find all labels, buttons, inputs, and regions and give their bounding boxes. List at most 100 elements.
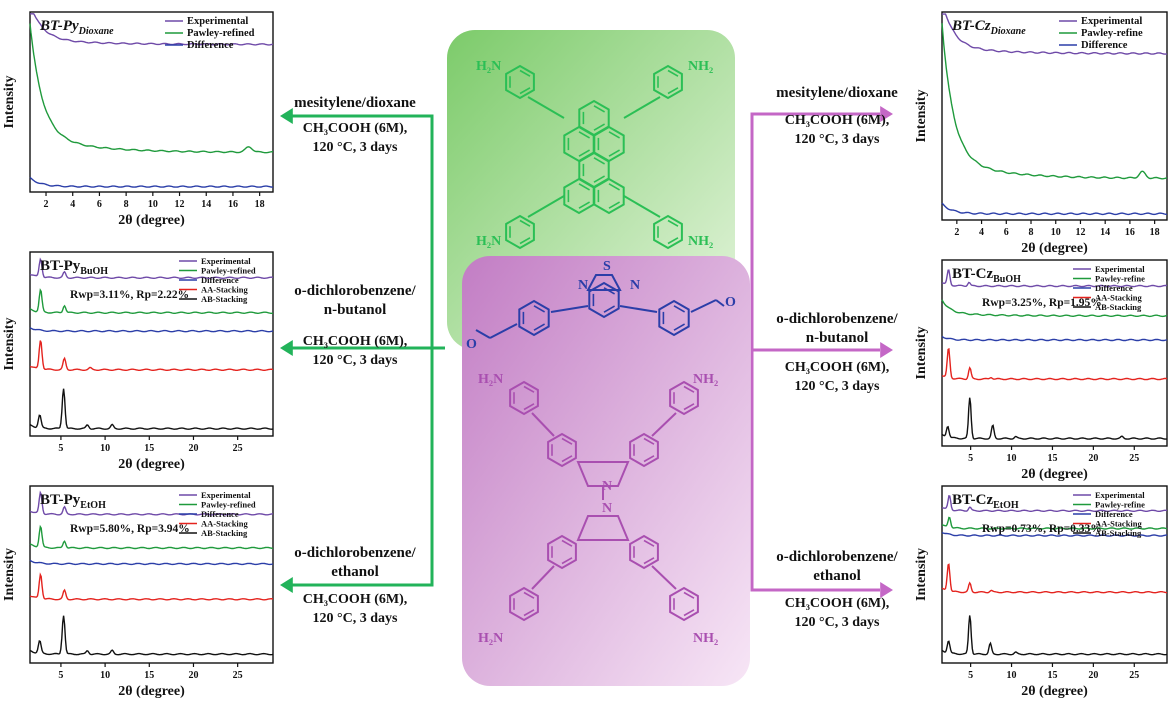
x-tick-label: 2 bbox=[44, 199, 49, 210]
bt-n-right: N bbox=[630, 278, 640, 293]
py-phenyl-bl bbox=[505, 214, 535, 250]
arrowhead-green-top bbox=[280, 108, 293, 124]
bt-o-left: O bbox=[466, 337, 477, 352]
legend-entry: AA-Stacking bbox=[1095, 519, 1143, 529]
legend-entry: Difference bbox=[1081, 40, 1128, 51]
x-tick-label: 12 bbox=[175, 199, 185, 210]
aldehyde-left bbox=[489, 323, 518, 339]
plot-frame bbox=[29, 251, 274, 437]
bond bbox=[623, 195, 661, 218]
aldehyde-right bbox=[690, 299, 717, 313]
series-experimental bbox=[29, 490, 274, 516]
x-axis-label: 2θ (degree) bbox=[1021, 467, 1088, 482]
y-axis-label: Intensity bbox=[914, 327, 929, 380]
py-nh2-tr: NH₂ bbox=[688, 59, 713, 74]
legend-entry: Difference bbox=[1095, 283, 1133, 293]
condition-left-top: mesitylene/dioxane CH₃COOH (6M), 120 °C,… bbox=[272, 94, 438, 157]
bond bbox=[527, 96, 565, 119]
x-tick-label: 10 bbox=[1007, 670, 1017, 681]
arrowhead-green-bot bbox=[280, 577, 293, 593]
x-tick-label: 20 bbox=[188, 670, 198, 681]
bond bbox=[651, 412, 677, 437]
cz-phenyl-bl bbox=[509, 586, 539, 622]
series-difference bbox=[941, 202, 1168, 216]
legend-entry: AB-Stacking bbox=[201, 528, 248, 538]
x-tick-label: 5 bbox=[58, 443, 63, 454]
cz-ring-br bbox=[629, 534, 659, 570]
bond bbox=[651, 565, 677, 590]
cz-ring-tl bbox=[547, 432, 577, 468]
y-axis-label: Intensity bbox=[2, 76, 17, 129]
bt-phenyl-right bbox=[658, 299, 690, 337]
series-pawley-refine bbox=[941, 516, 1168, 530]
x-tick-label: 15 bbox=[144, 443, 154, 454]
condition-right-bot: o-dichlorobenzene/ ethanol CH₃COOH (6M),… bbox=[754, 548, 920, 632]
series-pawley-refine bbox=[941, 23, 1168, 180]
bond bbox=[623, 96, 661, 119]
x-axis-label: 2θ (degree) bbox=[118, 213, 185, 228]
cz-nh2-tl: H₂N bbox=[478, 372, 503, 387]
series-experimental bbox=[941, 269, 1168, 288]
condition-temp: 120 °C, 3 days bbox=[312, 353, 398, 368]
series-ab-stacking bbox=[29, 615, 274, 656]
x-tick-label: 14 bbox=[201, 199, 211, 210]
plot-frame bbox=[941, 485, 1168, 664]
legend-entry: Experimental bbox=[187, 16, 248, 27]
cz-phenyl-tl bbox=[509, 380, 539, 416]
legend-entry: Difference bbox=[187, 40, 234, 51]
bond bbox=[531, 565, 555, 590]
x-tick-label: 10 bbox=[100, 443, 110, 454]
x-axis-label: 2θ (degree) bbox=[1021, 241, 1088, 256]
condition-solvent-2: ethanol bbox=[813, 568, 861, 584]
x-tick-label: 20 bbox=[188, 443, 198, 454]
series-difference bbox=[941, 335, 1168, 342]
series-difference bbox=[29, 176, 273, 188]
series-pawley-refined bbox=[29, 524, 274, 550]
legend-entry: AA-Stacking bbox=[1095, 293, 1143, 303]
condition-solvent: o-dichlorobenzene/ bbox=[294, 545, 416, 561]
bond bbox=[550, 305, 589, 313]
series-pawley-refined bbox=[29, 23, 273, 154]
x-tick-label: 25 bbox=[233, 670, 243, 681]
condition-temp: 120 °C, 3 days bbox=[794, 615, 880, 630]
x-tick-label: 5 bbox=[968, 453, 973, 464]
series-aa-stacking bbox=[29, 340, 274, 372]
x-tick-label: 18 bbox=[255, 199, 265, 210]
x-tick-label: 15 bbox=[1047, 453, 1057, 464]
cz-pyrrole-top bbox=[576, 461, 630, 487]
y-axis-label: Intensity bbox=[2, 318, 17, 371]
condition-right-mid: o-dichlorobenzene/ n-butanol CH₃COOH (6M… bbox=[754, 310, 920, 396]
cz-nh2-br: NH₂ bbox=[693, 631, 718, 646]
condition-temp: 120 °C, 3 days bbox=[312, 140, 398, 155]
cz-nh2-bl: H₂N bbox=[478, 631, 503, 646]
cz-pyrrole-bottom bbox=[576, 515, 630, 541]
x-tick-label: 18 bbox=[1150, 227, 1160, 238]
legend-entry: AA-Stacking bbox=[201, 285, 249, 295]
x-axis-label: 2θ (degree) bbox=[1021, 684, 1088, 699]
condition-reagent: CH₃COOH (6M), bbox=[302, 121, 408, 136]
cz-nh2-tr: NH₂ bbox=[693, 372, 718, 387]
condition-solvent: o-dichlorobenzene/ bbox=[776, 311, 898, 327]
bond bbox=[475, 329, 491, 339]
carbazole-box bbox=[462, 256, 750, 686]
x-tick-label: 16 bbox=[1125, 227, 1135, 238]
condition-left-mid: o-dichlorobenzene/ n-butanol CH₃COOH (6M… bbox=[272, 282, 438, 370]
x-tick-label: 6 bbox=[1004, 227, 1009, 238]
x-tick-label: 10 bbox=[148, 199, 158, 210]
legend-entry: AB-Stacking bbox=[1095, 302, 1142, 312]
series-experimental bbox=[941, 495, 1168, 512]
cz-ring-bl bbox=[547, 534, 577, 570]
condition-reagent: CH₃COOH (6M), bbox=[302, 334, 408, 349]
py-nh2-br: NH₂ bbox=[688, 234, 713, 249]
arrow-pink-bot bbox=[750, 350, 880, 592]
fit-stats: Rwp=5.80%, Rp=3.94% bbox=[70, 523, 190, 535]
